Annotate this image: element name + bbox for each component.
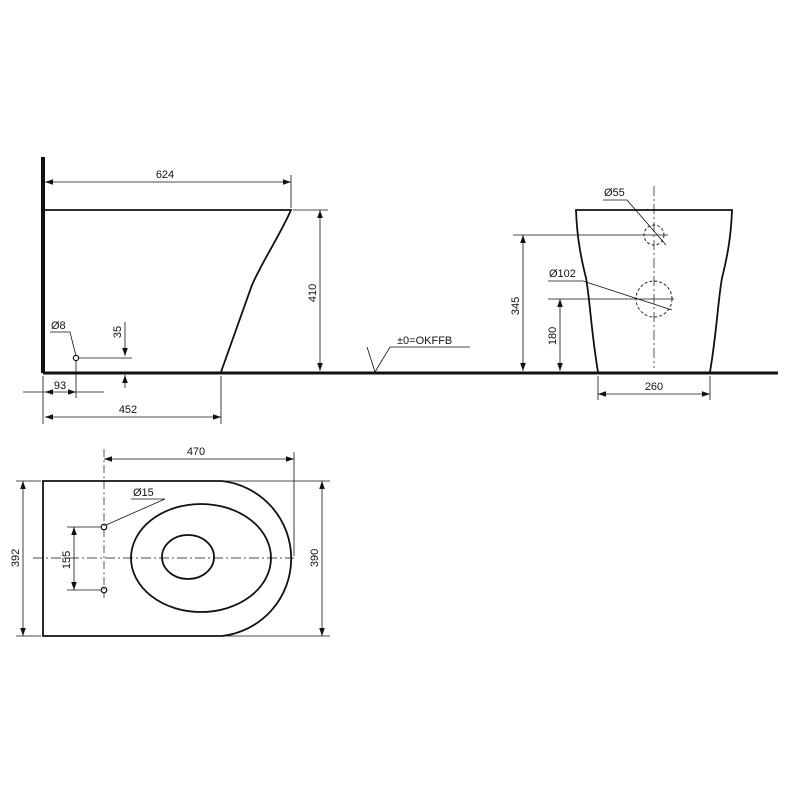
leader-line-d102 [548, 280, 673, 311]
bowl-opening [161, 534, 215, 580]
floor-reference-label: ±0=OKFFB [397, 335, 452, 347]
mounting-hole [100, 523, 108, 531]
front-view-labels: Ø55 Ø102 345 180 260 [510, 187, 663, 393]
pipe-diameter-label: Ø8 [51, 320, 66, 332]
height-label: 410 [307, 284, 319, 302]
hole-diameter-label: Ø15 [133, 487, 154, 499]
top-view-labels: 470 Ø15 155 392 390 [10, 446, 321, 569]
side-view [23, 157, 778, 424]
mounting-hole [100, 586, 108, 594]
side-view-body [45, 209, 293, 373]
lower-height-label: 180 [547, 327, 559, 345]
pipe-height-label: 35 [112, 326, 124, 338]
length-label: 470 [187, 446, 205, 458]
floor-reference-mark [366, 346, 470, 373]
outer-width-label: 392 [10, 549, 22, 567]
pipe-offset-label: 93 [54, 380, 66, 392]
leader-line-d15 [105, 498, 166, 526]
front-view [513, 186, 733, 400]
top-view-outline [42, 480, 292, 637]
leader-line-d55 [603, 199, 667, 246]
upper-height-label: 345 [510, 297, 522, 315]
length-label: 624 [156, 169, 174, 181]
hole-spacing-label: 155 [61, 551, 73, 569]
top-view [16, 449, 330, 637]
leader-line-d8 [50, 331, 77, 357]
base-length-label: 452 [119, 404, 137, 416]
base-width-label: 260 [645, 381, 663, 393]
inner-width-label: 390 [309, 549, 321, 567]
pipe-hole [72, 354, 80, 362]
lower-diameter-label: Ø102 [549, 268, 576, 280]
upper-diameter-label: Ø55 [604, 187, 625, 199]
side-view-labels: 624 410 Ø8 35 93 452 ±0=OKFFB [51, 169, 452, 416]
